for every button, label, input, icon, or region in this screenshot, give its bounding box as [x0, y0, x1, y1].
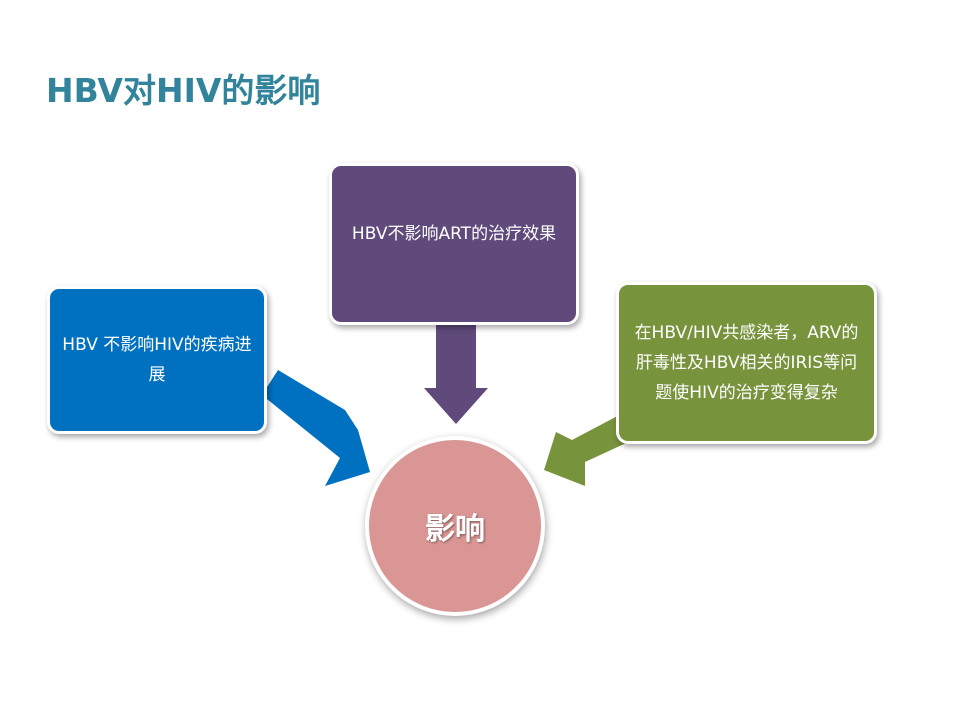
center-label: 影响 [425, 512, 485, 547]
center-circle: 影响 [365, 436, 545, 616]
box-text: HBV 不影响HIV的疾病进展 [62, 335, 252, 385]
blue-arrow [262, 370, 370, 486]
slide-title: HBV对HIV的影响 [46, 71, 321, 110]
box-text: 在HBV/HIV共感染者，ARV的肝毒性及HBV相关的IRIS等问题使HIV的治… [634, 323, 859, 403]
box-art-effect: HBV不影响ART的治疗效果 [329, 163, 579, 325]
box-coinfection-complexity: 在HBV/HIV共感染者，ARV的肝毒性及HBV相关的IRIS等问题使HIV的治… [616, 282, 877, 444]
box-disease-progression: HBV 不影响HIV的疾病进展 [47, 286, 267, 434]
box-text: HBV不影响ART的治疗效果 [351, 224, 557, 244]
purple-arrow [424, 320, 488, 424]
green-arrow [544, 412, 637, 486]
